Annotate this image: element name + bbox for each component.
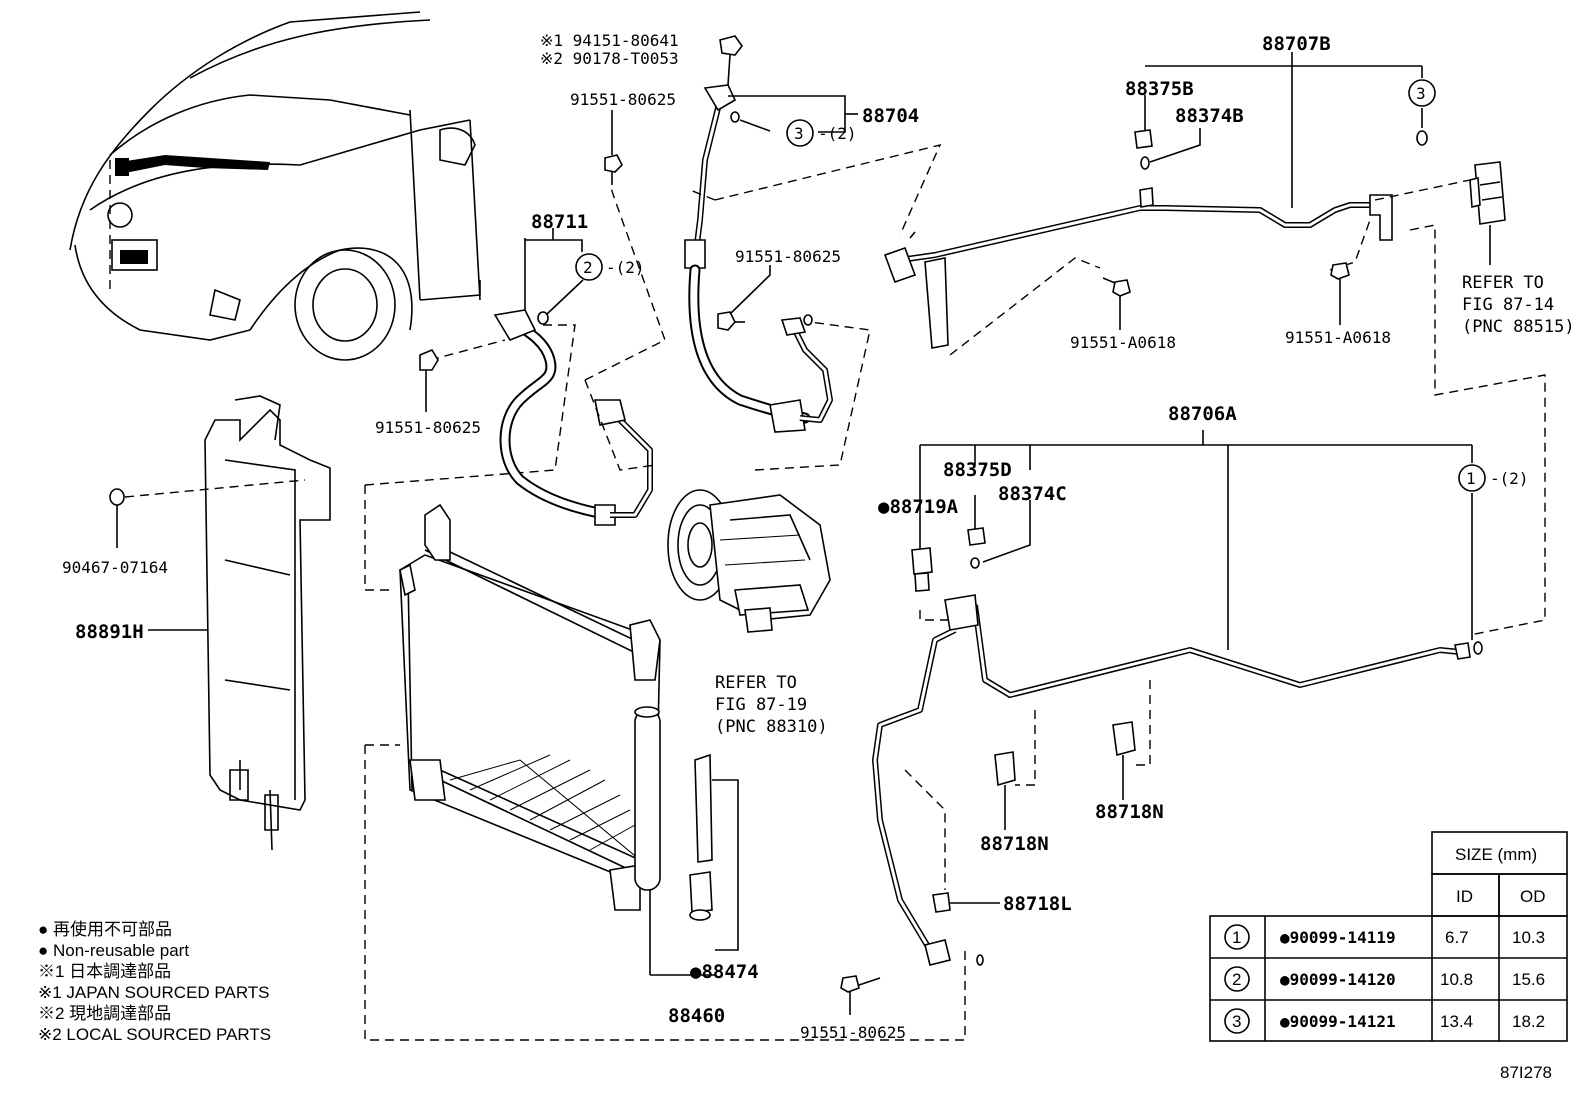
label-90467-07164: 90467-07164 bbox=[62, 558, 168, 577]
discharge-hose-88711 bbox=[493, 309, 653, 526]
label-88374C: 88374C bbox=[998, 483, 1067, 505]
svg-text:(PNC 88310): (PNC 88310) bbox=[715, 717, 828, 737]
legend-line: ※2 現地調達部品 bbox=[38, 1004, 171, 1023]
label-88374B: 88374B bbox=[1175, 105, 1244, 127]
label-91551-80625-bottom: 91551-80625 bbox=[800, 1023, 906, 1042]
bolt-91551-80625-mid bbox=[717, 265, 771, 331]
ref-circle-3-88704: 3 -(2) bbox=[786, 119, 857, 147]
label-88711: 88711 bbox=[531, 211, 588, 233]
label-90178-T0053: ※2 90178-T0053 bbox=[540, 49, 679, 68]
bolt-91551-80625-left bbox=[419, 348, 439, 412]
table-row: 2 ●90099-14120 10.8 15.6 bbox=[1224, 966, 1545, 992]
label-88460: 88460 bbox=[668, 1005, 725, 1027]
label-88375B: 88375B bbox=[1125, 78, 1194, 100]
clip-90467-07164 bbox=[109, 479, 306, 548]
svg-text:13.4: 13.4 bbox=[1440, 1012, 1473, 1031]
svg-text:1: 1 bbox=[1466, 469, 1476, 488]
suction-pipe-88707B bbox=[883, 187, 1393, 349]
legend-line: ● Non-reusable part bbox=[38, 941, 189, 960]
qty-label: -(2) bbox=[1490, 469, 1529, 488]
svg-text:10.3: 10.3 bbox=[1512, 928, 1545, 947]
bolt-91551-A0618-a bbox=[1102, 277, 1131, 330]
label-88718L: 88718L bbox=[1003, 893, 1072, 915]
svg-text:REFER TO: REFER TO bbox=[715, 673, 797, 693]
table-header-id: ID bbox=[1456, 887, 1473, 906]
label-88719A: ●88719A bbox=[878, 496, 959, 518]
condenser-assembly bbox=[399, 503, 661, 911]
liquid-pipe-88706A bbox=[872, 594, 1471, 966]
ref-circle-3-88707B: 3 bbox=[1408, 79, 1436, 107]
svg-text:6.7: 6.7 bbox=[1445, 928, 1469, 947]
table-row: 3 ●90099-14121 13.4 18.2 bbox=[1224, 1008, 1545, 1034]
expansion-valve bbox=[1469, 161, 1506, 265]
label-91551-A0618-a: 91551-A0618 bbox=[1070, 333, 1176, 352]
svg-text:FIG 87-14: FIG 87-14 bbox=[1462, 295, 1554, 315]
svg-text:●90099-14121: ●90099-14121 bbox=[1280, 1012, 1396, 1031]
legend-line: ※1 JAPAN SOURCED PARTS bbox=[38, 983, 270, 1002]
desiccant-88474 bbox=[689, 753, 739, 951]
label-88474: ●88474 bbox=[690, 961, 759, 983]
size-table: SIZE (mm) ID OD 1 ●90099-14119 6.7 10.3 … bbox=[1209, 831, 1568, 1042]
clamp-88718N-a bbox=[994, 751, 1016, 830]
label-91551-80625-top: 91551-80625 bbox=[570, 90, 676, 109]
svg-text:3: 3 bbox=[1232, 1012, 1241, 1031]
vehicle-front-illustration bbox=[69, 11, 481, 361]
compressor-illustration bbox=[667, 489, 831, 633]
label-88891H: 88891H bbox=[75, 621, 144, 643]
svg-text:3: 3 bbox=[1416, 84, 1426, 103]
svg-text:●90099-14120: ●90099-14120 bbox=[1280, 970, 1396, 989]
clamp-88718L bbox=[932, 892, 1000, 913]
receiver-dryer-88460 bbox=[634, 706, 715, 976]
qty-label: -(2) bbox=[606, 258, 645, 277]
svg-text:2: 2 bbox=[583, 258, 593, 277]
label-91551-80625-mid: 91551-80625 bbox=[735, 247, 841, 266]
figure-id: 87I278 bbox=[1500, 1063, 1552, 1082]
legend-line: ※2 LOCAL SOURCED PARTS bbox=[38, 1025, 271, 1044]
legend: ● 再使用不可部品 ● Non-reusable part ※1 日本調達部品 … bbox=[38, 919, 271, 1044]
label-88706A: 88706A bbox=[1168, 403, 1237, 425]
legend-line: ※1 日本調達部品 bbox=[38, 962, 171, 981]
svg-text:10.8: 10.8 bbox=[1440, 970, 1473, 989]
ref-circle-1-88706A: 1 -(2) bbox=[1458, 464, 1529, 492]
table-header-od: OD bbox=[1520, 887, 1546, 906]
table-header-size: SIZE (mm) bbox=[1455, 845, 1537, 864]
bolt-91551-80625-bottom bbox=[840, 975, 881, 1015]
refer-valve-note: REFER TO FIG 87-14 (PNC 88515) bbox=[1462, 273, 1575, 337]
table-row: 1 ●90099-14119 6.7 10.3 bbox=[1224, 924, 1545, 950]
legend-line: ● 再使用不可部品 bbox=[38, 919, 172, 939]
svg-text:REFER TO: REFER TO bbox=[1462, 273, 1544, 293]
svg-text:1: 1 bbox=[1232, 928, 1241, 947]
label-88707B: 88707B bbox=[1262, 33, 1331, 55]
suction-hose-88704 bbox=[684, 35, 833, 433]
label-88704: 88704 bbox=[862, 105, 919, 127]
qty-label: -(2) bbox=[818, 124, 857, 143]
svg-text:15.6: 15.6 bbox=[1512, 970, 1545, 989]
svg-text:2: 2 bbox=[1232, 970, 1241, 989]
label-94151-80641: ※1 94151-80641 bbox=[540, 31, 679, 50]
pressure-switch-88719A bbox=[911, 547, 933, 592]
ref-circle-2-88711: 2 -(2) bbox=[575, 253, 645, 281]
svg-text:(PNC 88515): (PNC 88515) bbox=[1462, 317, 1575, 337]
svg-text:18.2: 18.2 bbox=[1512, 1012, 1545, 1031]
label-88718N-b: 88718N bbox=[1095, 801, 1164, 823]
label-88718N-a: 88718N bbox=[980, 833, 1049, 855]
label-91551-A0618-b: 91551-A0618 bbox=[1285, 328, 1391, 347]
label-91551-80625-left: 91551-80625 bbox=[375, 418, 481, 437]
air-guide-88891H bbox=[204, 395, 331, 851]
svg-text:FIG 87-19: FIG 87-19 bbox=[715, 695, 807, 715]
refer-compressor-note: REFER TO FIG 87-19 (PNC 88310) bbox=[715, 673, 828, 737]
bolt-91551-A0618-b bbox=[1330, 262, 1350, 325]
label-88375D: 88375D bbox=[943, 459, 1012, 481]
svg-text:●90099-14119: ●90099-14119 bbox=[1280, 928, 1396, 947]
clamp-88718N-b bbox=[1112, 721, 1136, 800]
svg-text:3: 3 bbox=[794, 124, 804, 143]
bolt-91551-80625-top bbox=[604, 110, 623, 185]
